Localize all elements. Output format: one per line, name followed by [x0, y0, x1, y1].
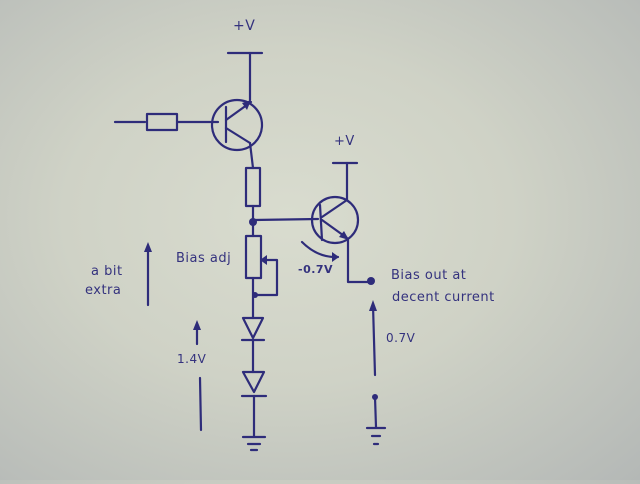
q2-supply-label: +V: [334, 134, 355, 149]
diode-d2: [240, 370, 268, 398]
wiper-junction: [252, 292, 258, 298]
diode-drop-label: 1.4V: [177, 352, 207, 366]
base-wire-q2: [251, 217, 320, 222]
pot-wiper-arrow: [260, 255, 267, 265]
bias-out-terminal: [367, 277, 375, 285]
diode-d1: [240, 316, 266, 342]
q1-supply-label: +V: [233, 18, 256, 34]
pot-wiper-wire: [254, 258, 279, 297]
q2-npn-transistor: [310, 195, 360, 245]
bit-extra-label-line2: extra: [85, 283, 122, 298]
vbe-drop-label: -0.7V: [298, 263, 334, 276]
q1-emitter-wire: [248, 141, 255, 170]
bias-out-label-line2: decent current: [392, 290, 495, 305]
q1-npn-transistor: [210, 98, 264, 152]
diode-drop-arrowhead: [193, 320, 201, 330]
ground-symbol-left: [241, 435, 267, 452]
output-ground-wire: [373, 395, 378, 429]
vbe-arrowhead: [332, 252, 339, 262]
output-voltage-arrow: [371, 303, 377, 377]
input-resistor: [145, 112, 179, 132]
output-voltage-arrowhead: [369, 300, 377, 311]
bias-adj-potentiometer: [244, 234, 263, 280]
bias-adj-label: Bias adj: [176, 251, 232, 266]
resistor-r1: [244, 166, 262, 208]
output-voltage-label: 0.7V: [386, 331, 416, 345]
diode-drop-arrow-lower: [198, 376, 203, 432]
bias-out-label-line1: Bias out at: [391, 268, 467, 283]
ground-symbol-right: [365, 426, 387, 446]
bit-extra-arrowhead: [144, 242, 152, 252]
bit-extra-label-line1: a bit: [91, 264, 123, 279]
q2-emitter-wire: [346, 238, 372, 284]
